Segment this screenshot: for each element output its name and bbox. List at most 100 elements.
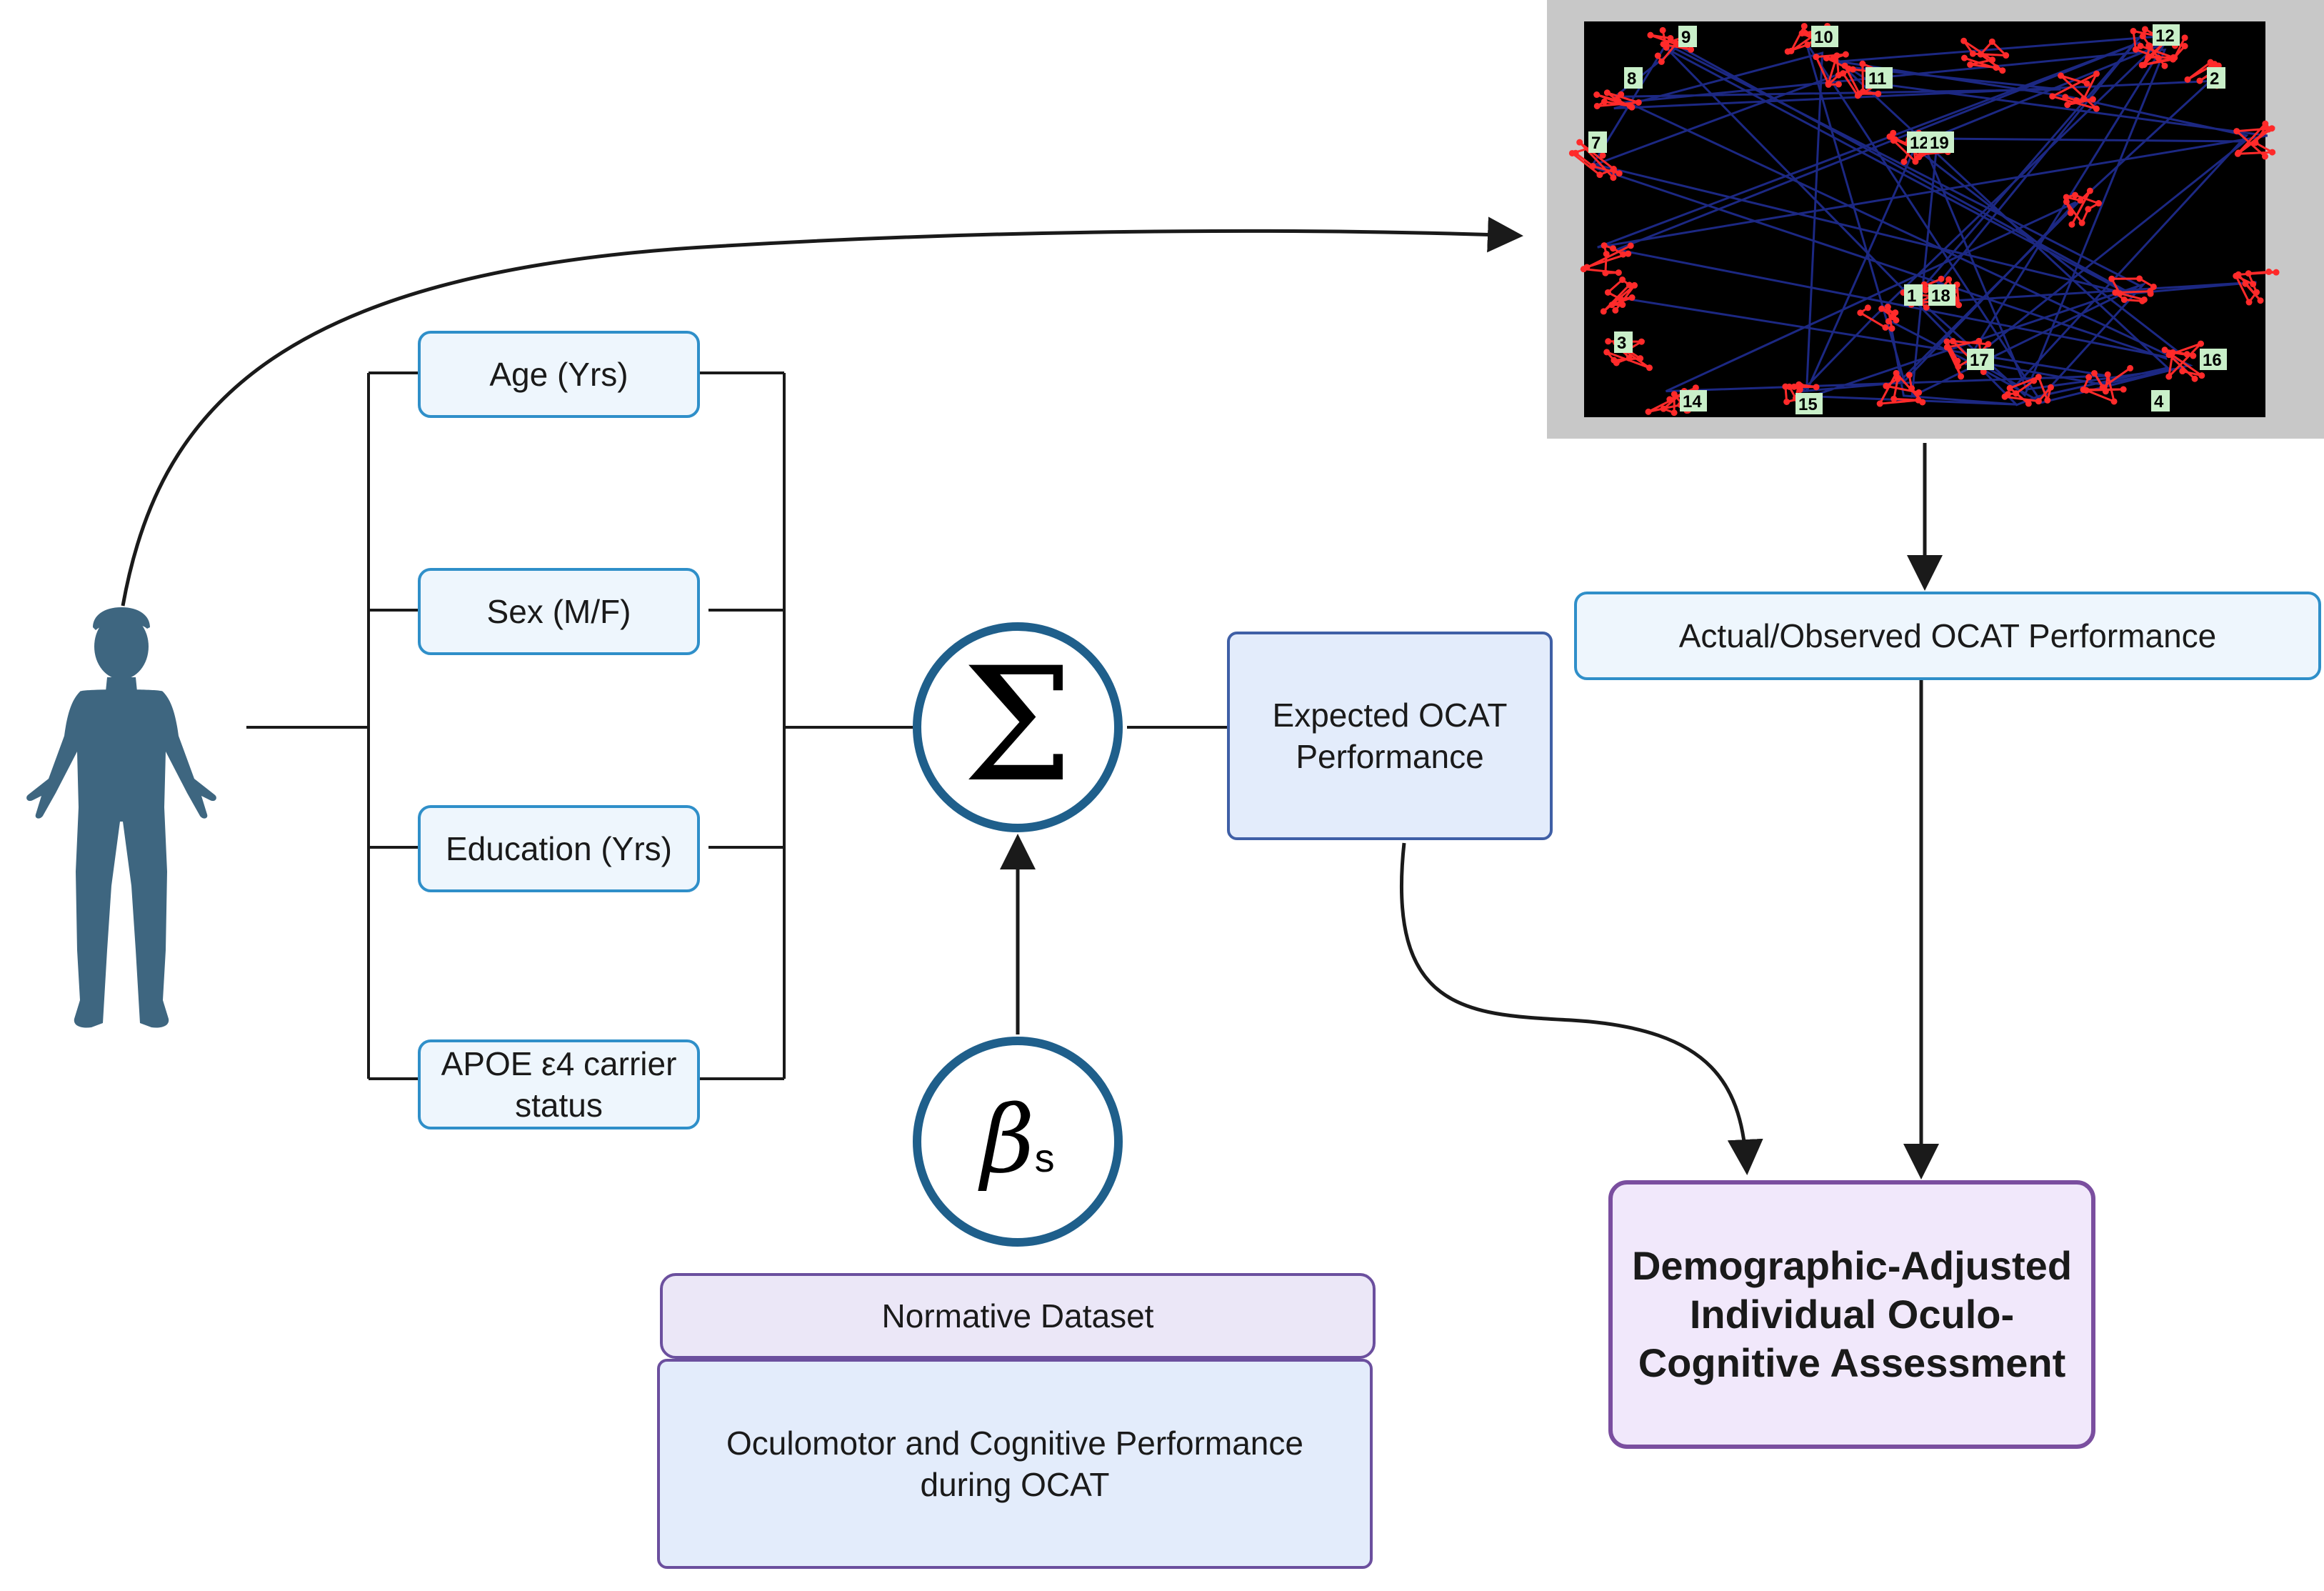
fixation-point (2147, 288, 2154, 295)
fixation-point (1949, 338, 1956, 345)
fixation-point (1599, 152, 1606, 159)
fixation-point (2242, 280, 2249, 287)
fixation-point (2047, 384, 2054, 391)
fixation-point (2064, 101, 2071, 109)
fixation-point (1960, 37, 1968, 44)
fixation-point (1615, 269, 1622, 276)
fixation-point (1638, 338, 1645, 345)
fixation-point (1611, 356, 1618, 364)
svg-text:10: 10 (1814, 28, 1833, 47)
fixation-point (1989, 56, 1996, 64)
fixation-point (2191, 375, 2198, 382)
fixation-point (2035, 374, 2042, 381)
target-label: 17 (1967, 349, 1994, 370)
fixation-point (1647, 31, 1654, 39)
fixation-point (2137, 42, 2144, 49)
expected-line1: Expected OCAT (1272, 697, 1508, 734)
fixation-point (2063, 194, 2070, 201)
svg-text:1: 1 (1907, 286, 1916, 306)
target-label: 11 (1865, 67, 1893, 89)
fixation-point (1922, 286, 1929, 294)
fixation-cluster (1596, 91, 1639, 109)
fixation-point (2250, 281, 2257, 288)
fixation-point (2245, 299, 2253, 306)
fixation-point (2179, 368, 2186, 375)
fixation-point (1938, 275, 1945, 282)
target-label: 9 (1678, 26, 1697, 47)
fixation-point (1845, 65, 1852, 72)
target-label: 7 (1588, 131, 1607, 153)
fixation-point (1857, 309, 1864, 316)
fixation-point (1823, 54, 1830, 61)
fixation-point (2001, 393, 2008, 400)
beta-symbol-group: βs (946, 1079, 1089, 1207)
fixation-point (1610, 245, 1617, 252)
fixation-point (1796, 386, 1803, 394)
fixation-point (1673, 40, 1680, 47)
expected-performance-box: Expected OCAT Performance (1227, 632, 1553, 840)
fixation-point (1975, 337, 1983, 344)
fixation-point (2165, 373, 2173, 380)
svg-text:12: 12 (1910, 134, 1929, 153)
fixation-point (1619, 301, 1626, 309)
fixation-point (1660, 405, 1667, 412)
fixation-cluster (1650, 30, 1692, 64)
normative-dataset-body: Oculomotor and Cognitive Performance dur… (657, 1359, 1373, 1569)
fixation-point (2049, 93, 2056, 100)
fixation-cluster (2002, 375, 2052, 405)
fixation-point (2089, 96, 2096, 103)
svg-text:7: 7 (1591, 134, 1601, 153)
education-label: Education (Yrs) (445, 830, 672, 867)
fixation-point (2165, 351, 2173, 359)
fixation-point (1625, 250, 1632, 257)
fixation-point (1890, 395, 1898, 402)
fixation-point (2077, 197, 2084, 204)
target-label: 18 (1928, 284, 1955, 306)
fixation-point (1890, 129, 1897, 136)
fixation-point (1568, 149, 1576, 156)
fixation-point (1825, 81, 1832, 88)
result-box: Demographic-Adjusted Individual Oculo- C… (1608, 1180, 2095, 1449)
fixation-point (1576, 139, 1583, 146)
fixation-point (2265, 126, 2272, 133)
fixation-point (1876, 400, 1883, 407)
sum-node (913, 622, 1123, 832)
fixation-point (1692, 384, 1699, 391)
fixation-point (2170, 56, 2177, 63)
fixation-point (1900, 158, 1908, 165)
fixation-point (1637, 355, 1644, 362)
target-label: 12 (1907, 131, 1934, 153)
fixation-point (1894, 375, 1901, 382)
fixation-point (1882, 324, 1889, 331)
fixation-point (1593, 91, 1601, 99)
result-line3: Cognitive Assessment (1638, 1340, 2066, 1385)
fixation-point (1915, 389, 1923, 396)
fixation-point (2130, 28, 2137, 35)
fixation-point (2198, 372, 2205, 379)
fixation-point (1671, 409, 1678, 417)
fixation-point (2269, 149, 2276, 156)
target-label: 16 (2200, 349, 2227, 370)
fixation-point (2140, 61, 2148, 69)
result-line2: Individual Oculo- (1689, 1292, 2015, 1337)
fixation-point (2252, 139, 2259, 146)
fixation-point (1589, 163, 1596, 170)
apoe-label-line1: APOE ε4 carrier (441, 1045, 677, 1082)
fixation-point (2058, 72, 2065, 79)
fixation-point (2035, 398, 2042, 405)
fixation-point (1912, 158, 1919, 165)
sex-label: Sex (M/F) (486, 593, 631, 630)
fixation-point (1612, 306, 1619, 314)
fixation-point (2078, 219, 2085, 226)
fixation-point (2273, 269, 2280, 276)
fixation-point (1601, 242, 1608, 249)
fixation-point (2090, 369, 2098, 376)
fixation-point (1980, 368, 1987, 375)
fixation-point (2150, 283, 2157, 290)
sum-symbol: Σ (962, 634, 1073, 817)
fixation-cluster (1814, 53, 1849, 87)
fixation-point (2102, 388, 2109, 395)
svg-text:3: 3 (1617, 334, 1626, 353)
input-connectors (246, 371, 1227, 1080)
fixation-point (2062, 94, 2069, 101)
